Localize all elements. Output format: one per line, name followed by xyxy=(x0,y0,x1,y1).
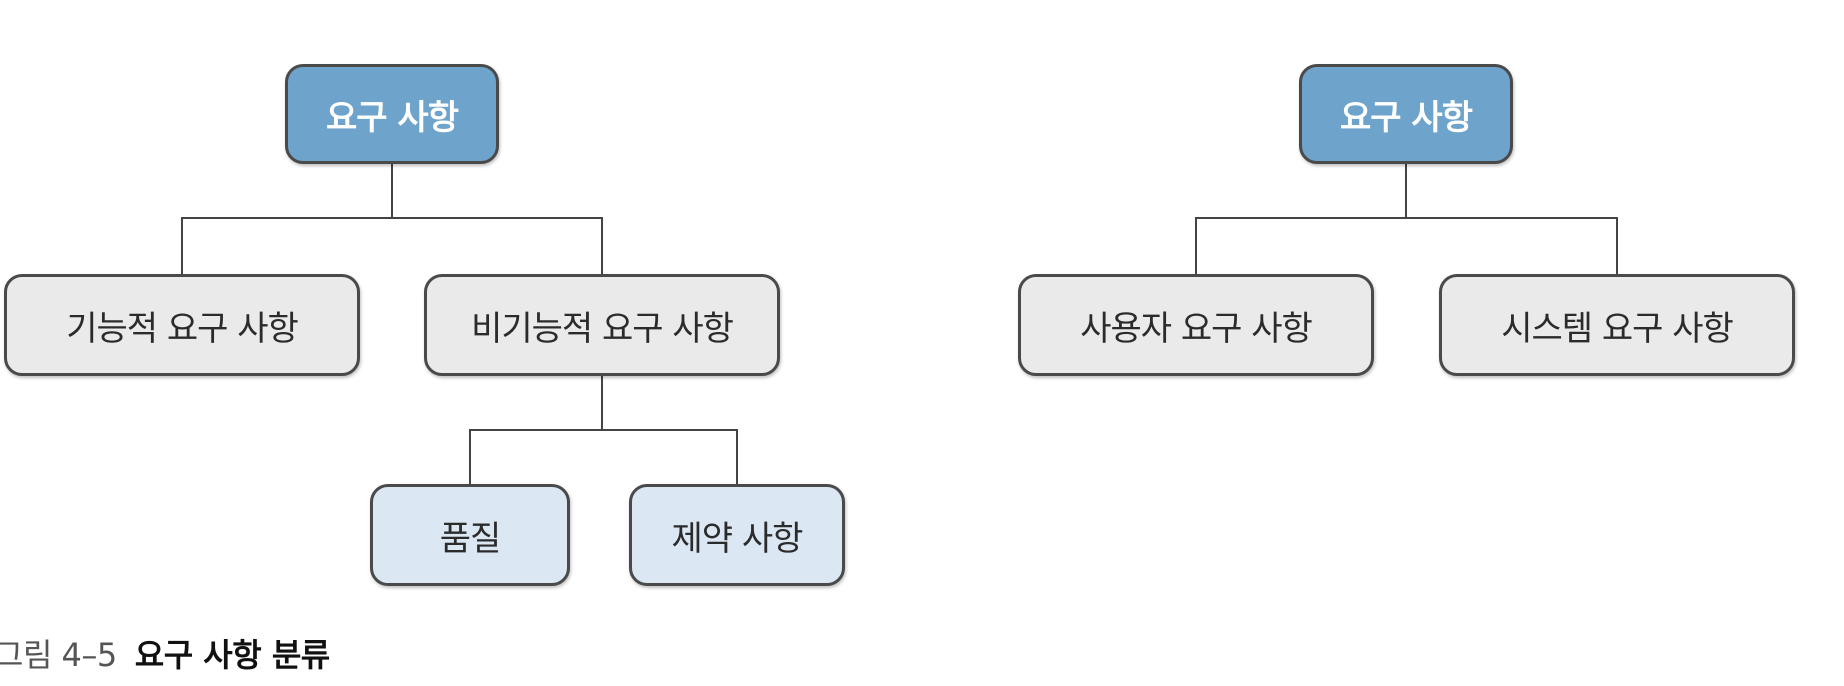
figure-caption: 그림 4–5 요구 사항 분류 xyxy=(0,630,330,676)
left-root-node: 요구 사항 xyxy=(285,64,499,164)
connector-nonfunctional-branch-bar xyxy=(469,429,738,484)
constraint-node: 제약 사항 xyxy=(629,484,845,586)
right-root-node: 요구 사항 xyxy=(1299,64,1513,164)
figure-number: 그림 4–5 xyxy=(0,636,117,674)
figure-title: 요구 사항 분류 xyxy=(134,636,330,674)
connector-right-branch-bar xyxy=(1195,217,1618,274)
functional-requirements-node: 기능적 요구 사항 xyxy=(4,274,360,376)
connector-left-branch-bar xyxy=(181,217,603,274)
system-requirements-node: 시스템 요구 사항 xyxy=(1439,274,1795,376)
quality-node: 품질 xyxy=(370,484,570,586)
non-functional-requirements-node: 비기능적 요구 사항 xyxy=(424,274,780,376)
user-requirements-node: 사용자 요구 사항 xyxy=(1018,274,1374,376)
